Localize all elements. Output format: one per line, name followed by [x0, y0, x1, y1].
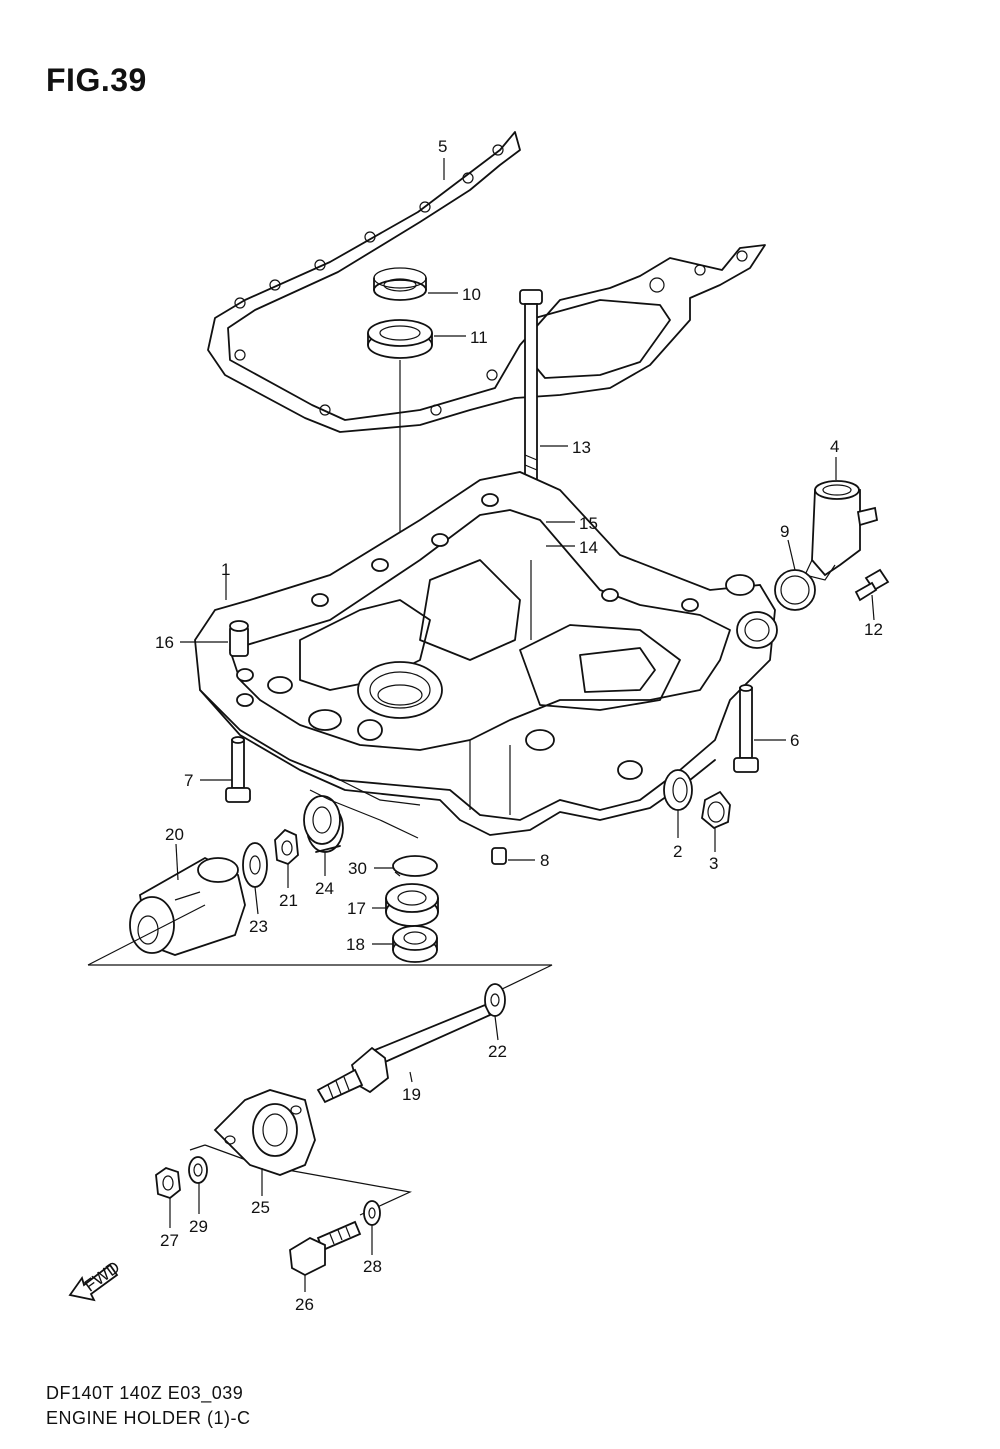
callout-30: 30 [348, 859, 367, 878]
bolt-part-26 [289, 1220, 362, 1277]
callout-numbers: 5 10 11 13 15 14 4 9 12 1 16 6 7 2 3 8 3… [155, 137, 883, 1314]
engine-holder-part-1 [194, 471, 778, 836]
callout-4: 4 [830, 437, 839, 456]
callout-leaders [169, 158, 875, 1292]
model-code: DF140T 140Z E03_039 [46, 1383, 244, 1403]
fwd-label: FWD [81, 1257, 123, 1295]
washer-part-28 [363, 1200, 381, 1226]
callout-7: 7 [184, 771, 193, 790]
washer-part-29 [188, 1156, 208, 1184]
callout-28: 28 [363, 1257, 382, 1276]
callout-19: 19 [402, 1085, 421, 1104]
callout-16: 16 [155, 633, 174, 652]
callout-24: 24 [315, 879, 334, 898]
callout-18: 18 [346, 935, 365, 954]
callout-21: 21 [279, 891, 298, 910]
callout-12: 12 [864, 620, 883, 639]
bolt-part-12 [854, 568, 890, 602]
callout-6: 6 [790, 731, 799, 750]
callout-22: 22 [488, 1042, 507, 1061]
figure-title: FIG.39 [46, 62, 147, 98]
nut-part-21 [274, 828, 299, 866]
bolt-part-7 [225, 736, 251, 803]
callout-15: 15 [579, 514, 598, 533]
callout-11: 11 [470, 328, 488, 347]
callout-3: 3 [709, 854, 718, 873]
pin-part-8 [491, 847, 507, 865]
nut-part-27 [155, 1167, 181, 1200]
callout-23: 23 [249, 917, 268, 936]
callout-8: 8 [540, 851, 549, 870]
callout-9: 9 [780, 522, 789, 541]
callout-10: 10 [462, 285, 481, 304]
callout-13: 13 [572, 438, 591, 457]
dowel-pin-part-16 [229, 620, 249, 657]
oil-seal-part-18 [392, 925, 438, 963]
o-ring-part-9 [774, 569, 816, 611]
circlip-part-30 [392, 855, 438, 877]
callout-25: 25 [251, 1198, 270, 1217]
gasket-part-2 [663, 769, 693, 811]
callout-1: 1 [221, 560, 230, 579]
bearing-part-17 [385, 883, 439, 927]
assembly-guide-lines [87, 789, 553, 1216]
gasket-part-5 [207, 131, 766, 433]
callout-17: 17 [347, 899, 366, 918]
sleeve-part-24 [303, 795, 344, 853]
mount-part-20 [129, 856, 246, 956]
holder-part-25 [213, 1089, 316, 1176]
oil-seal-part-10 [373, 267, 427, 301]
callout-5: 5 [438, 137, 447, 156]
fitting-part-4 [804, 480, 879, 581]
callout-29: 29 [189, 1217, 208, 1236]
callout-14: 14 [579, 538, 598, 557]
bolt-part-6 [733, 684, 759, 773]
forward-direction-arrow-icon: FWD [68, 1257, 123, 1302]
bolt-part-19 [316, 1003, 492, 1104]
oil-seal-part-11 [367, 319, 433, 359]
callout-26: 26 [295, 1295, 314, 1314]
assembly-name: ENGINE HOLDER (1)-C [46, 1408, 251, 1428]
callout-2: 2 [673, 842, 682, 861]
callout-20: 20 [165, 825, 184, 844]
drain-plug-part-3 [701, 790, 731, 830]
washer-part-23 [242, 842, 268, 888]
callout-27: 27 [160, 1231, 179, 1250]
